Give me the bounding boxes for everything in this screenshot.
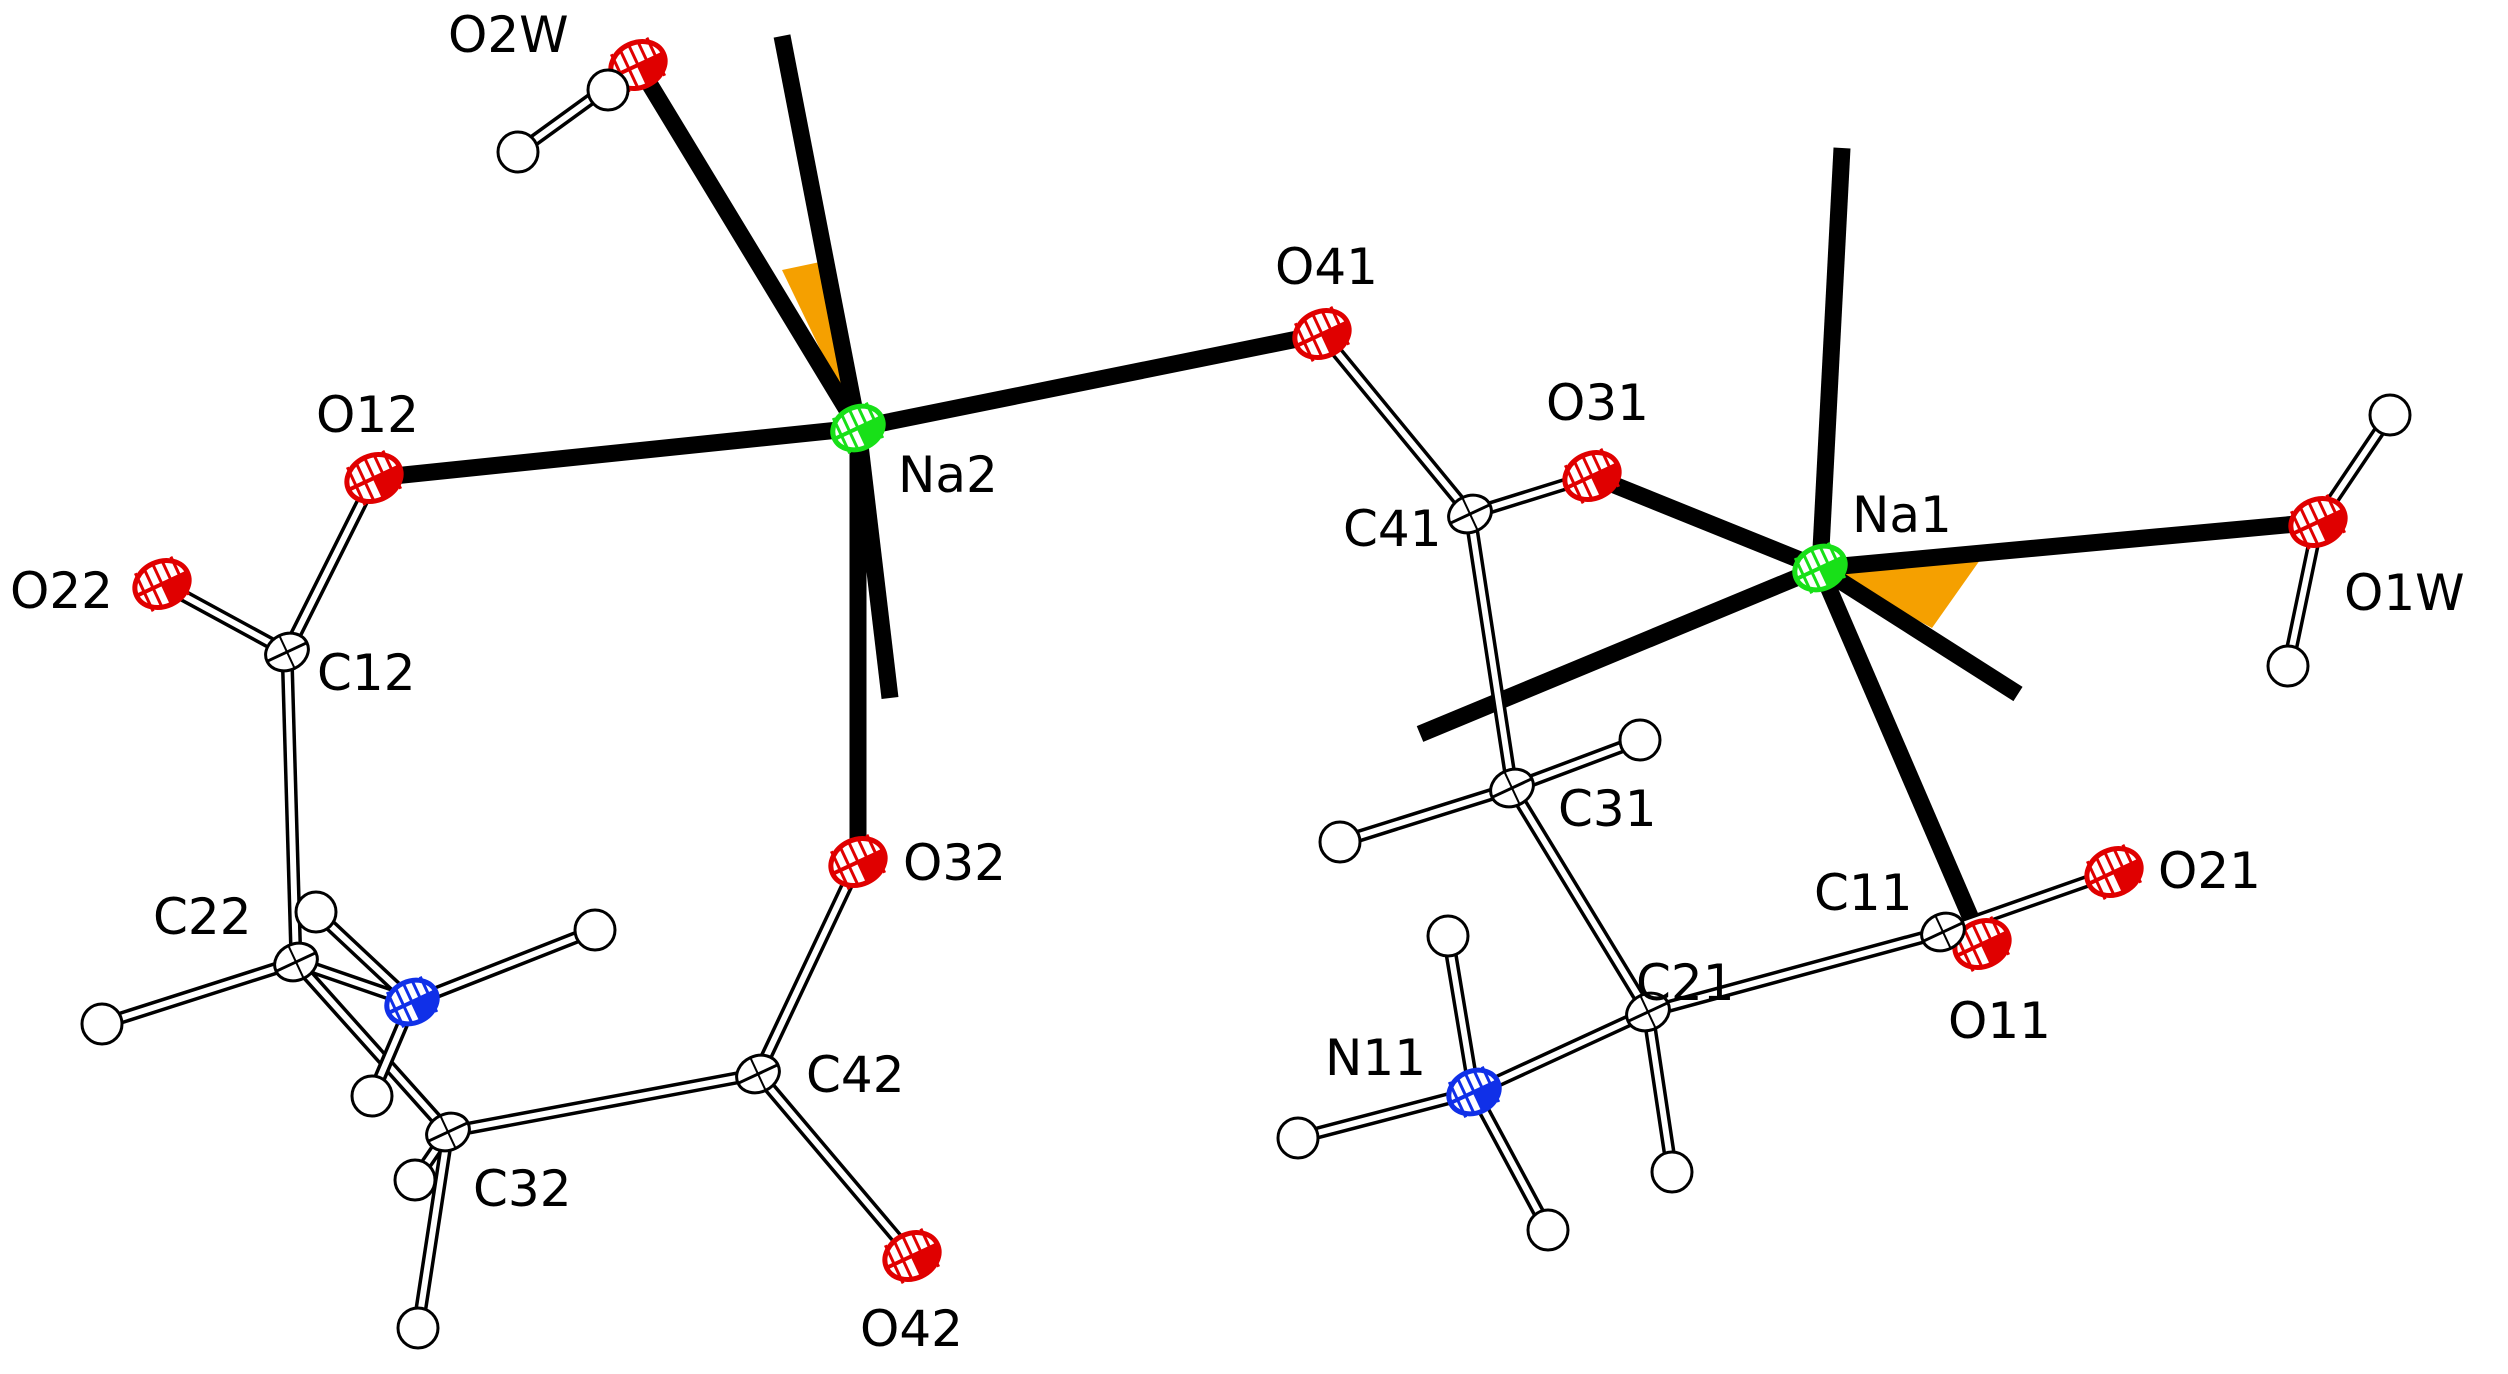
coordination-bond-na1-o1w	[1819, 513, 2319, 577]
atom-o22	[132, 556, 192, 612]
atom-label-o2w: O2W	[448, 6, 569, 64]
hydrogen-bond-hn12a	[409, 923, 598, 1009]
atom-o1w	[2288, 494, 2348, 550]
atom-label-o41: O41	[1275, 238, 1378, 296]
atom-labels: Na1Na2O1WO2WO11O21O31O41O12O22O32O42C11C…	[10, 6, 2465, 1358]
hydrogen-bond-h32c	[411, 1131, 455, 1329]
atom-c12	[264, 631, 310, 673]
atom-label-c22: C22	[153, 888, 252, 946]
hydrogen-bond-hn11a	[1441, 934, 1481, 1094]
atom-label-n11: N11	[1325, 1029, 1426, 1087]
coordination-bond-stub	[1811, 147, 1851, 569]
atom-hydrogen	[294, 890, 338, 934]
atom-o41	[1292, 306, 1352, 362]
atom-hydrogen	[2368, 393, 2412, 437]
atom-c21	[1625, 991, 1671, 1033]
atom-c42	[735, 1053, 781, 1095]
covalent-bond-c31-c21	[1506, 784, 1654, 1016]
atom-na2	[830, 402, 886, 454]
atom-c41	[1447, 493, 1493, 535]
atom-o12	[344, 450, 404, 506]
hydrogen-bond-hn11b	[1296, 1085, 1476, 1145]
coordination-bond-na2-o12	[373, 419, 859, 487]
atom-hydrogen	[80, 1002, 124, 1046]
hydrogen-bond-h22a	[100, 955, 298, 1031]
atom-o21	[2084, 844, 2144, 900]
atom-label-o22: O22	[10, 562, 113, 620]
atom-hydrogen	[396, 1306, 440, 1350]
atom-hydrogen	[573, 908, 617, 952]
atom-o31	[1562, 448, 1622, 504]
covalent-bond-c42-o32	[752, 859, 864, 1077]
atom-c32	[425, 1111, 471, 1153]
covalent-bond-c12-c22	[280, 651, 303, 963]
hydrogen-bond-h31b	[1338, 781, 1514, 849]
atom-hydrogen	[586, 68, 630, 112]
atom-hydrogen	[1276, 1116, 1320, 1160]
coordination-bond-na1-o11	[1812, 564, 1990, 948]
hydrogen-bond-h21	[1641, 1011, 1679, 1173]
atom-label-o21: O21	[2158, 842, 2261, 900]
atom-label-c12: C12	[317, 644, 416, 702]
atom-label-c41: C41	[1343, 500, 1442, 558]
atom-c11	[1920, 911, 1966, 953]
covalent-bond-o12-c12	[281, 475, 380, 655]
atom-n11	[1446, 1066, 1502, 1118]
atoms	[80, 37, 2412, 1350]
atom-hydrogen	[1526, 1208, 1570, 1252]
atom-label-c42: C42	[806, 1046, 905, 1104]
atom-label-o32: O32	[903, 834, 1006, 892]
atom-hydrogen	[1618, 718, 1662, 762]
atom-label-o11: O11	[1948, 992, 2051, 1050]
covalent-bond-c32-c42	[446, 1067, 760, 1139]
atom-label-na1: Na1	[1852, 486, 1952, 544]
atom-hydrogen	[393, 1158, 437, 1202]
coordination-bond-stub	[773, 34, 867, 430]
atom-n12	[384, 976, 440, 1028]
atom-label-c21: C21	[1636, 954, 1735, 1012]
atom-hydrogen	[350, 1074, 394, 1118]
atom-c22	[273, 941, 319, 983]
covalent-bond-o41-c41	[1316, 329, 1476, 519]
hydrogen-bond-hn11c	[1468, 1088, 1554, 1234]
covalent-bond-c42-o42	[753, 1069, 917, 1261]
covalent-bond-c21-c11	[1646, 925, 1945, 1019]
atom-hydrogen	[1650, 1150, 1694, 1194]
atom-o32	[828, 834, 888, 890]
atom-label-na2: Na2	[898, 446, 998, 504]
polyhedron-face-na1	[1820, 560, 1980, 628]
atom-label-c32: C32	[473, 1160, 572, 1218]
atom-label-c11: C11	[1814, 864, 1913, 922]
atom-label-o12: O12	[316, 386, 419, 444]
atom-c31	[1489, 767, 1535, 809]
coordination-bond-na2-o2w	[630, 60, 866, 433]
atom-hydrogen	[1426, 914, 1470, 958]
atom-label-o31: O31	[1546, 374, 1649, 432]
atom-hydrogen	[1318, 820, 1362, 864]
atom-hydrogen	[496, 130, 540, 174]
atom-hydrogen	[2266, 644, 2310, 688]
coordination-bond-na2-o41	[856, 325, 1324, 437]
atom-label-o1w: O1W	[2344, 564, 2465, 622]
covalent-bond-c21-n11	[1471, 1006, 1651, 1098]
atom-o11	[1952, 916, 2012, 972]
covalent-bond-c41-c31	[1463, 513, 1519, 789]
atom-na1	[1792, 542, 1848, 594]
atom-o2w	[608, 37, 668, 93]
atom-o42	[882, 1228, 942, 1284]
covalent-bond-c22-c32	[291, 957, 453, 1137]
coordination-bond-na1-o31	[1588, 468, 1824, 576]
atom-label-o42: O42	[860, 1300, 963, 1358]
coordination-bond-stub	[1416, 560, 1824, 742]
atom-label-c31: C31	[1558, 780, 1657, 838]
coordination-bond-stub	[849, 426, 899, 700]
coordination-bond-stub	[1815, 560, 2023, 702]
